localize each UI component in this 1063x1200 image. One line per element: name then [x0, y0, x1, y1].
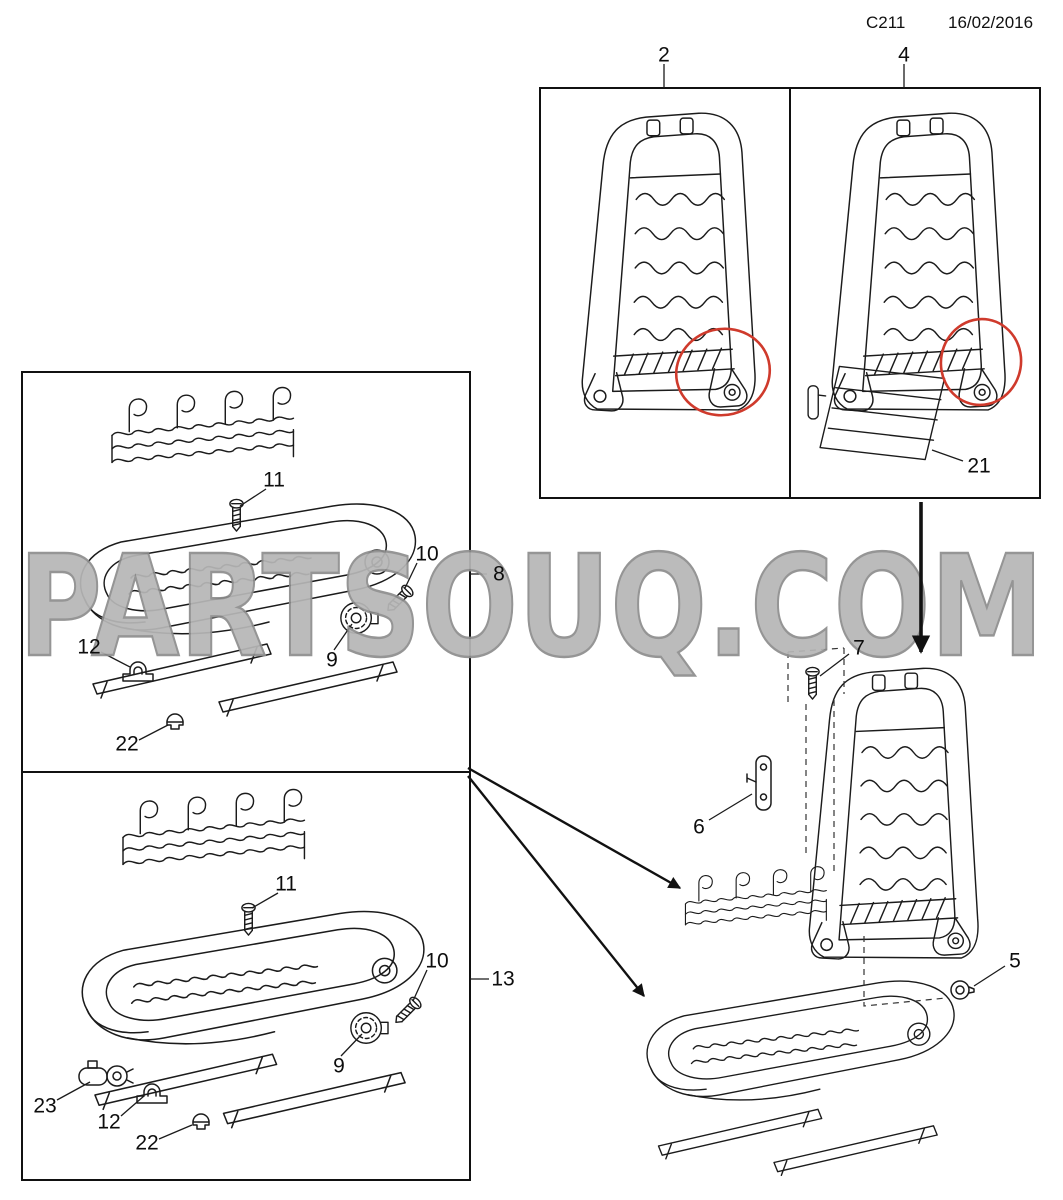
screw-10-lower-drawing — [390, 994, 424, 1028]
spring-mat-lower-drawing — [122, 788, 306, 866]
diagram-code: C211 — [866, 13, 906, 32]
arrow-frames-to-assembly-upper — [467, 766, 682, 890]
callout-13: 13 — [491, 967, 515, 991]
highlight-circle-right — [939, 317, 1023, 407]
lower-frame-box-frame — [21, 771, 471, 1181]
flow-arrows — [467, 502, 931, 997]
watermark-text: PARTSOUQ.COM — [19, 526, 1044, 689]
callout-22: 22 — [115, 732, 139, 756]
recliner-knob-9-lower-drawing — [350, 1012, 389, 1044]
callout-6: 6 — [693, 815, 705, 839]
motor-23-drawing — [78, 1060, 134, 1087]
clip-22-upper-drawing — [166, 713, 184, 730]
trim-pad-21-drawing — [807, 365, 946, 461]
assembly-spring-mat-drawing — [684, 866, 827, 926]
arrow-frames-to-assembly-lower — [467, 775, 645, 997]
callout-12: 12 — [77, 635, 101, 659]
callout-21: 21 — [967, 454, 991, 478]
callout-10: 10 — [425, 949, 449, 973]
side-bracket-6-drawing — [746, 755, 772, 811]
callout-8: 8 — [493, 562, 505, 586]
backrest-box-right-frame — [789, 87, 1041, 499]
callout-10: 10 — [415, 542, 439, 566]
backrest-frame-4-drawing — [831, 112, 1006, 412]
callout-11: 11 — [263, 468, 285, 492]
part-boxes — [21, 87, 1041, 1181]
callout-5: 5 — [1009, 949, 1021, 973]
backrest-box-left-frame — [539, 87, 791, 499]
callout-22: 22 — [135, 1131, 159, 1155]
assembly-backrest-drawing — [808, 667, 979, 960]
backrest-frame-2-drawing — [581, 112, 756, 412]
callout-9: 9 — [326, 648, 338, 672]
callout-7: 7 — [853, 636, 865, 660]
callout-9: 9 — [333, 1054, 345, 1078]
assembly-cushion-frame-drawing — [646, 980, 955, 1177]
assembly-dashed-guides — [787, 647, 947, 1007]
callout-2: 2 — [658, 43, 670, 67]
leader-lines — [56, 64, 1006, 1140]
spring-mat-upper-drawing — [111, 386, 295, 464]
callout-11: 11 — [275, 872, 297, 896]
bolt-5-drawing — [950, 980, 975, 1000]
callout-12: 12 — [97, 1110, 121, 1134]
callout-23: 23 — [33, 1094, 57, 1118]
highlight-circle-left — [674, 327, 772, 417]
diagram-date: 16/02/2016 — [948, 13, 1034, 32]
clip-22-lower-drawing — [192, 1113, 210, 1130]
callout-4: 4 — [898, 43, 910, 67]
